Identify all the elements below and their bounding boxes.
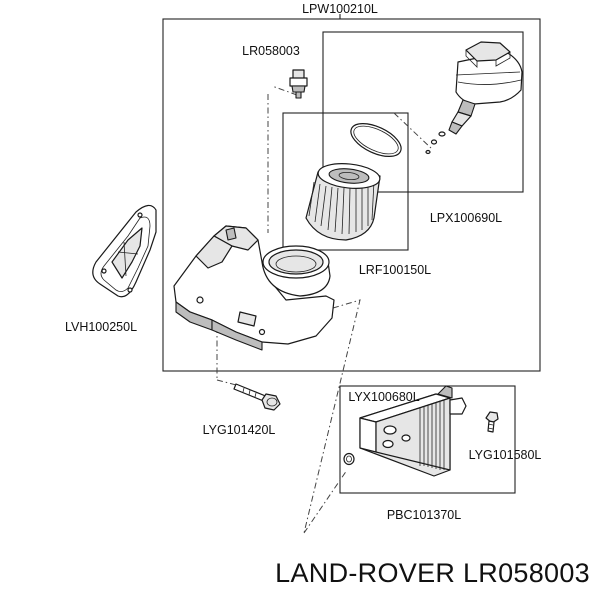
cap-o-rings	[425, 131, 446, 155]
label-gasket: LVH100250L	[65, 320, 137, 334]
bolt-dashline-2	[216, 379, 241, 387]
label-cooler: PBC101370L	[387, 508, 461, 522]
cooler-screw	[485, 411, 499, 433]
cooler-dashline	[303, 299, 361, 534]
cap-group-frame	[322, 31, 524, 193]
cooler-group-frame	[339, 385, 516, 494]
oil-pressure-sensor	[289, 69, 308, 99]
cap-dashline	[393, 112, 432, 149]
filter-sealing-ring	[350, 122, 402, 158]
label-bolt: LYG101420L	[203, 423, 276, 437]
label-cooler-seal: LYX100680L	[348, 390, 419, 404]
cooler-seal	[343, 452, 355, 466]
label-filter: LRF100150L	[359, 263, 431, 277]
oil-filter-element	[305, 163, 381, 241]
sensor-dashline-2	[271, 85, 298, 96]
label-sensor: LR058003	[242, 44, 300, 58]
housing-bolt	[233, 383, 281, 411]
oil-filter-housing	[173, 225, 335, 351]
label-assembly: LPW100210L	[302, 2, 378, 16]
housing-gasket	[92, 204, 157, 298]
filter-group-frame	[282, 112, 409, 251]
main-assembly-frame	[162, 18, 541, 372]
oil-filter-cap	[448, 41, 523, 135]
oil-cooler	[359, 385, 467, 477]
footer-title: LAND-ROVER LR058003	[275, 558, 590, 588]
label-cap-group: LPX100690L	[430, 211, 502, 225]
cooler-dashline-2	[303, 469, 348, 534]
label-cooler-screw: LYG101580L	[469, 448, 542, 462]
